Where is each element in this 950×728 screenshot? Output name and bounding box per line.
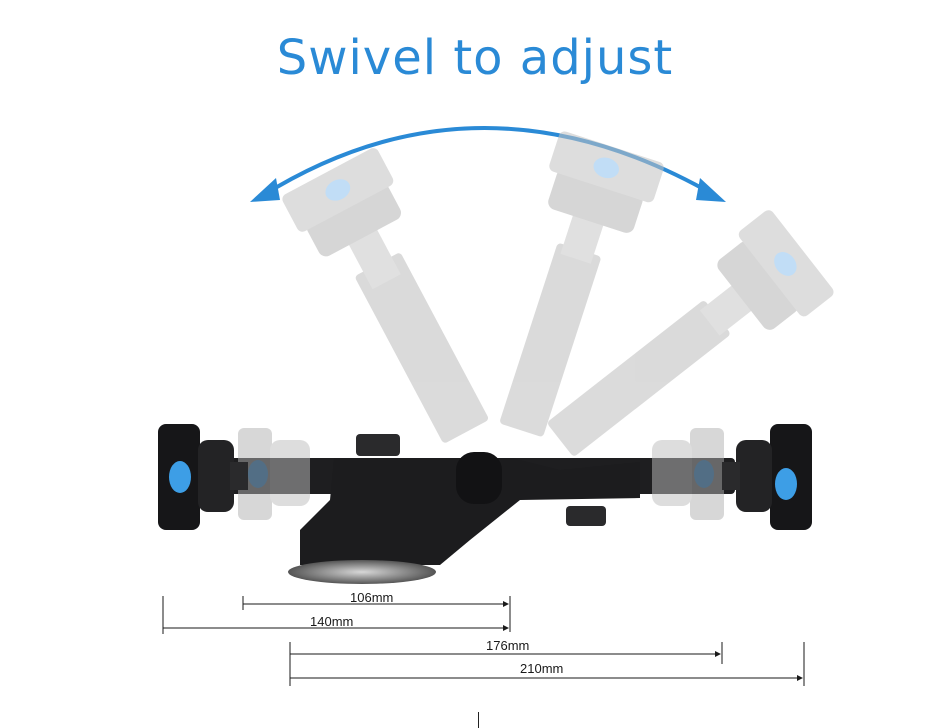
dimension-210: 210mm [520, 661, 564, 676]
dimension-140: 140mm [310, 614, 354, 629]
release-button-right [775, 468, 797, 500]
ghost-head-left [238, 428, 310, 520]
headline: Swivel to adjust [276, 30, 674, 86]
ghost-arm-right [548, 210, 834, 456]
holder-head-right [722, 424, 812, 530]
ghost-head-right [652, 428, 724, 520]
ghost-arm-left [282, 148, 489, 443]
holder-head-left [158, 424, 248, 530]
arc-arrow-left [250, 178, 280, 202]
release-button-left [169, 461, 191, 493]
dimension-176: 176mm [486, 638, 530, 653]
text-cursor-mark [478, 712, 479, 728]
ghost-arm-center [500, 131, 664, 437]
dimension-lines [162, 596, 805, 686]
suction-cup [288, 560, 436, 584]
lock-knob [456, 452, 502, 504]
dimension-106: 106mm [350, 590, 394, 605]
mount-base [288, 434, 640, 584]
arc-arrow-right [696, 178, 726, 202]
